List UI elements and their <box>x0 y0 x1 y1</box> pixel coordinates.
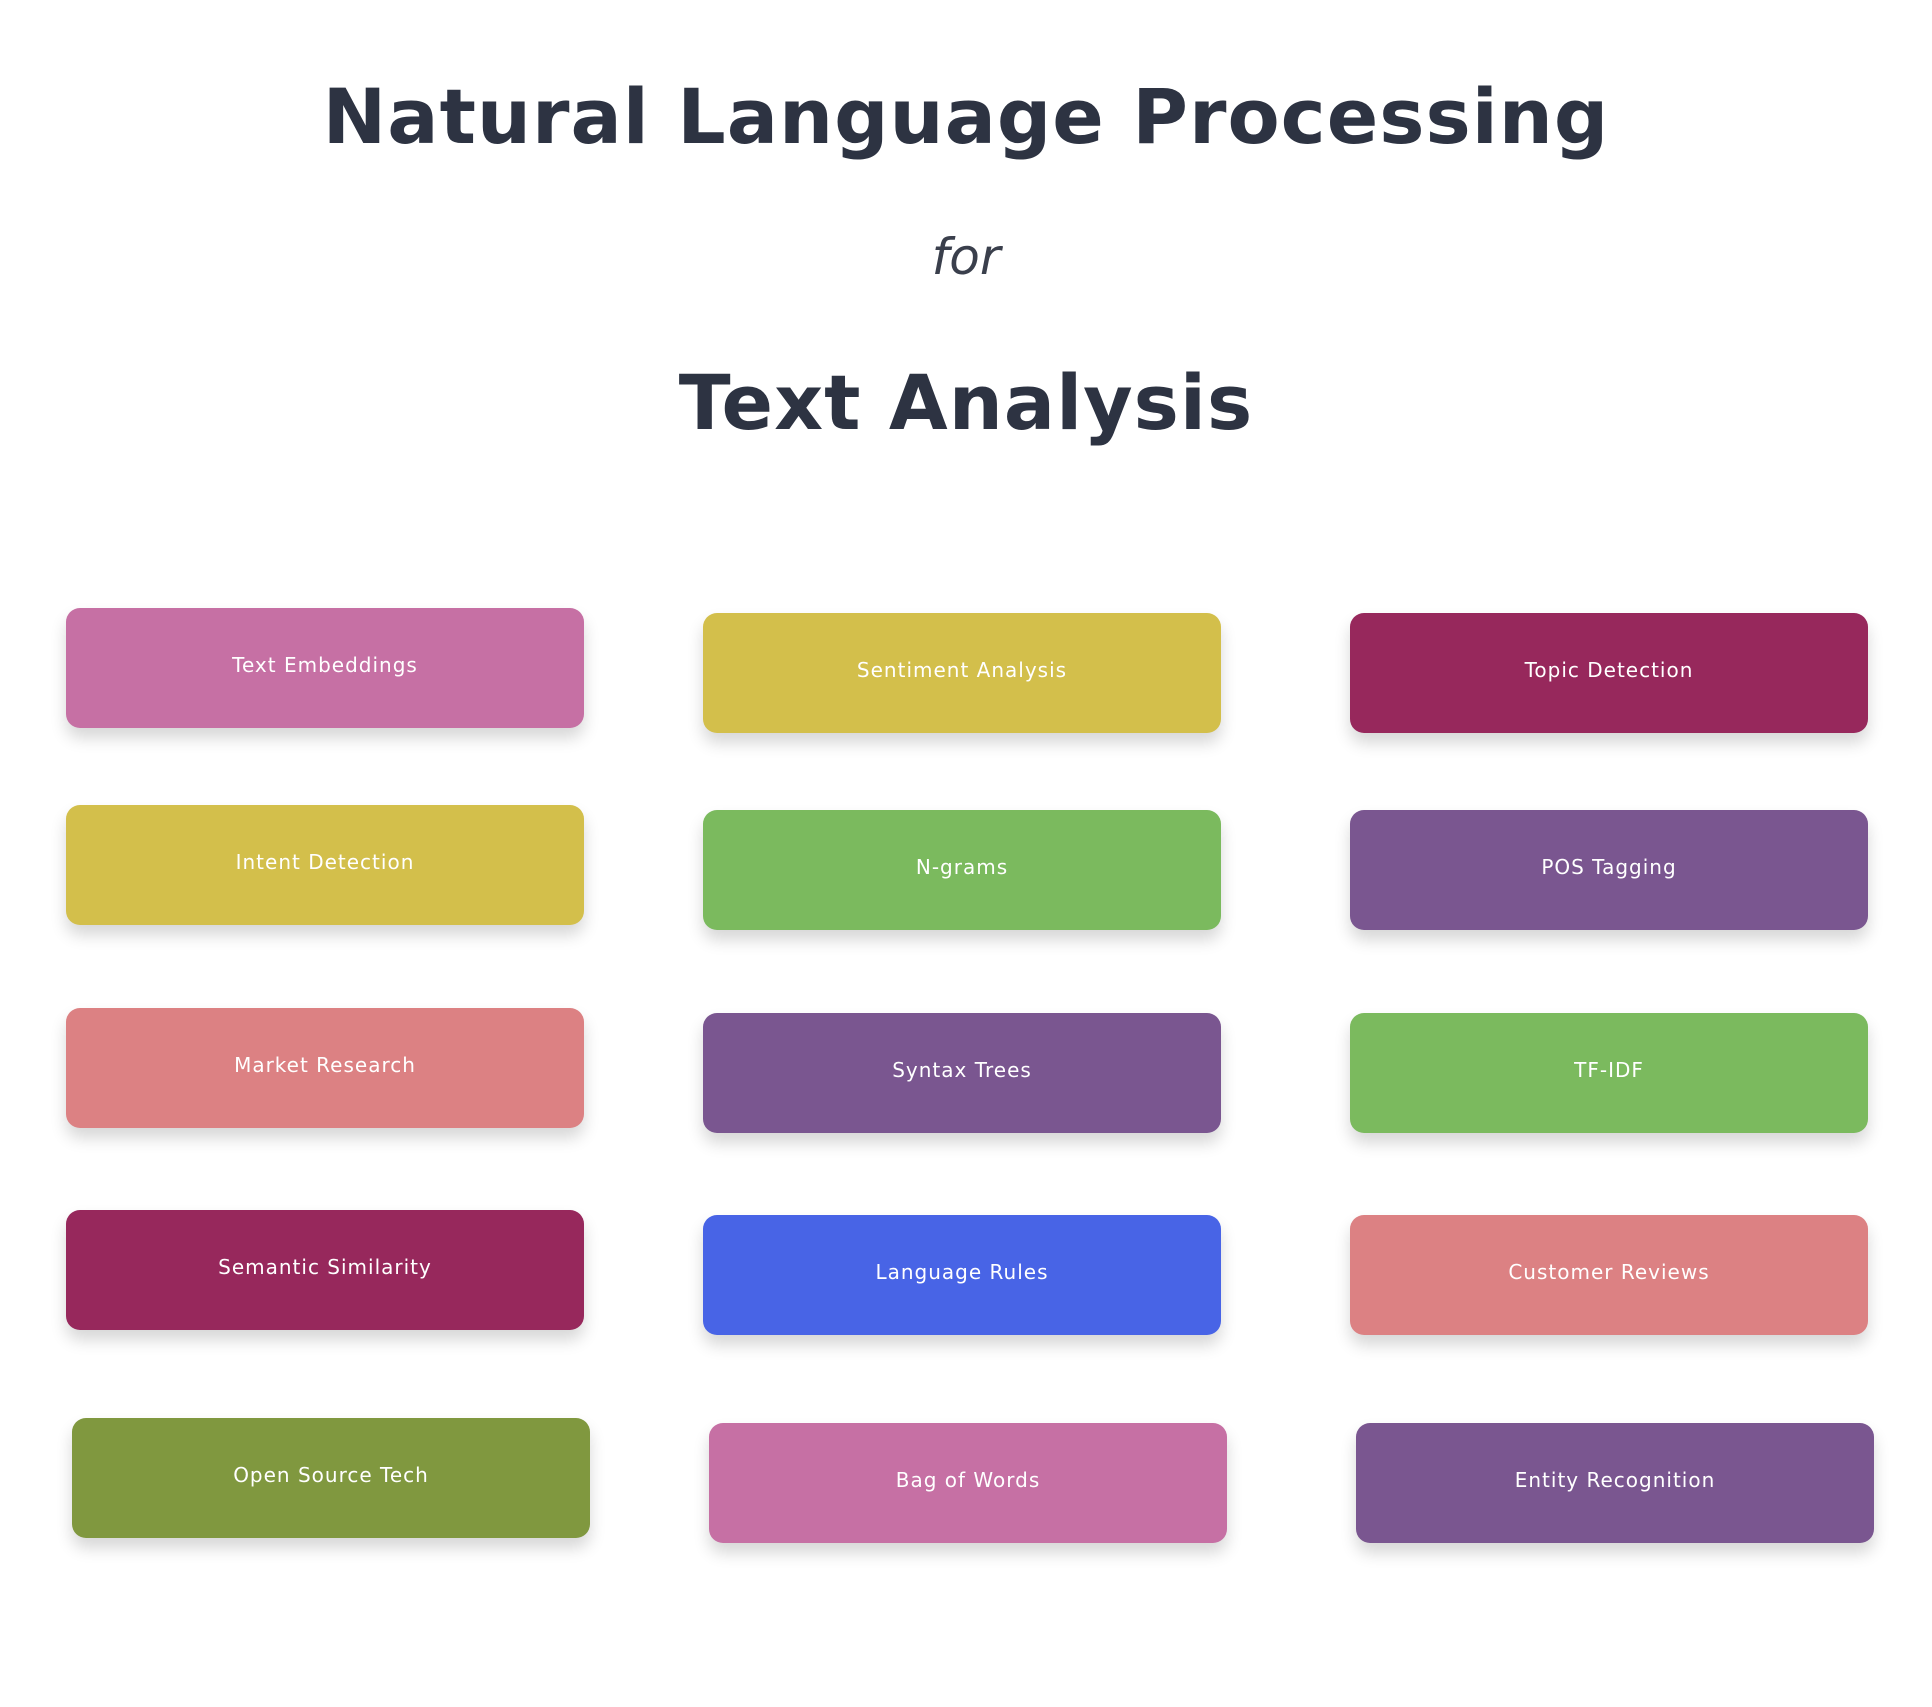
tag-topic-detection: Topic Detection <box>1350 613 1868 733</box>
tag-open-source-tech: Open Source Tech <box>72 1418 590 1538</box>
sub-title: Text Analysis <box>678 358 1254 447</box>
tag-intent-detection: Intent Detection <box>66 805 584 925</box>
tag-syntax-trees: Syntax Trees <box>703 1013 1221 1133</box>
tag-n-grams: N-grams <box>703 810 1221 930</box>
tag-sentiment-analysis: Sentiment Analysis <box>703 613 1221 733</box>
tag-text-embeddings: Text Embeddings <box>66 608 584 728</box>
connector-text: for <box>931 228 1001 286</box>
main-title: Natural Language Processing <box>322 72 1610 161</box>
tag-semantic-similarity: Semantic Similarity <box>66 1210 584 1330</box>
tag-entity-recognition: Entity Recognition <box>1356 1423 1874 1543</box>
tag-market-research: Market Research <box>66 1008 584 1128</box>
tag-tf-idf: TF-IDF <box>1350 1013 1868 1133</box>
tag-pos-tagging: POS Tagging <box>1350 810 1868 930</box>
tag-bag-of-words: Bag of Words <box>709 1423 1227 1543</box>
tag-language-rules: Language Rules <box>703 1215 1221 1335</box>
tag-customer-reviews: Customer Reviews <box>1350 1215 1868 1335</box>
